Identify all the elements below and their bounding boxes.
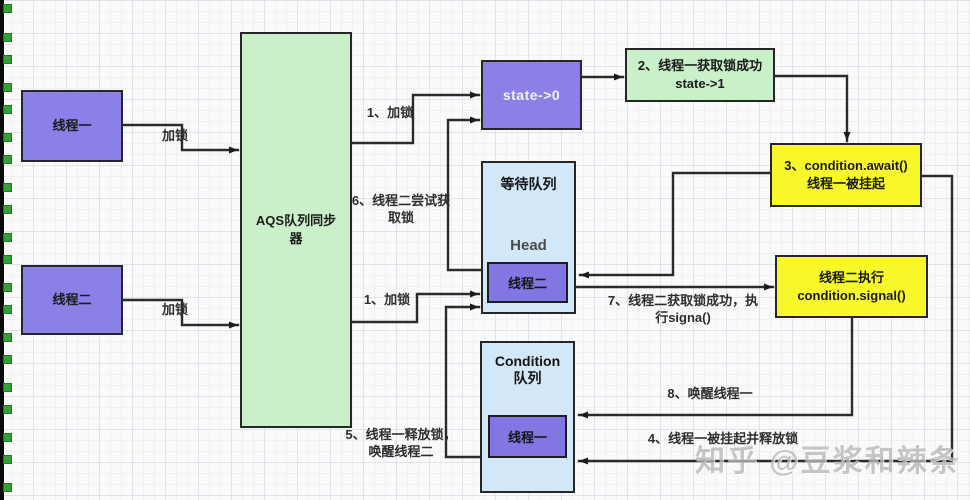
grid-handle	[3, 155, 12, 164]
grid-handle	[3, 233, 12, 242]
grid-handle	[3, 183, 12, 192]
grid-handle	[3, 33, 12, 42]
aqs-label: AQS队列同步器	[255, 213, 337, 246]
grid-handle	[3, 55, 12, 64]
condition-queue-thread1-label: 线程一	[507, 430, 547, 445]
condition-queue-thread1-node: 线程一	[488, 415, 567, 458]
condition-signal-line2: condition.signal()	[797, 287, 906, 303]
lock-success-line1: 2、线程一获取锁成功	[637, 58, 763, 74]
aqs-synchronizer-node: AQS队列同步器	[240, 32, 352, 428]
wait-queue-thread2-label: 线程二	[507, 276, 547, 291]
condition-await-line2: 线程一被挂起	[806, 176, 885, 191]
grid-handle	[3, 283, 12, 292]
grid-handle	[3, 205, 12, 214]
edge-label-lock1: 加锁	[161, 128, 188, 143]
grid-handle	[3, 4, 12, 13]
edge-label-step1-bottom: 1、加锁	[363, 292, 411, 307]
edge-locksuccess-await	[773, 74, 851, 143]
grid-handle	[3, 405, 12, 414]
edge-label-lock2: 加锁	[161, 302, 188, 317]
edge-label-step8: 8、唤醒线程一	[667, 386, 753, 401]
left-edge-bar	[0, 0, 4, 500]
condition-queue-title-line2: 队列	[513, 369, 542, 386]
condition-queue-title: Condition 队列	[482, 353, 573, 387]
grid-handle	[3, 105, 12, 114]
edge-label-step4: 4、线程一被挂起并释放锁	[647, 431, 799, 446]
condition-signal-node: 线程二执行 condition.signal()	[775, 255, 928, 318]
condition-await-node: 3、condition.await() 线程一被挂起	[770, 143, 922, 207]
condition-await-line1: 3、condition.await()	[784, 158, 908, 174]
grid-handle	[3, 483, 12, 492]
condition-queue-container: Condition 队列 线程一	[480, 341, 575, 493]
edge-label-step1-top: 1、加锁	[366, 105, 414, 120]
edge-label-step7: 7、线程二获取锁成功，执行signa()	[607, 293, 759, 325]
edge-label-step6: 6、线程二尝试获取锁	[351, 193, 451, 225]
wait-queue-thread2-node: 线程二	[487, 262, 568, 303]
thread1-label: 线程一	[52, 118, 92, 134]
state-node: state->0	[481, 60, 582, 130]
thread1-node: 线程一	[21, 90, 123, 162]
wait-queue-container: 等待队列 Head 线程二	[481, 161, 576, 314]
condition-signal-line1: 线程二执行	[818, 269, 884, 285]
thread2-node: 线程二	[21, 265, 123, 335]
edge-await-waitqueue	[578, 171, 772, 279]
edge-label-step5: 5、线程一释放锁，唤醒线程二	[345, 427, 457, 459]
condition-queue-title-line1: Condition	[494, 353, 561, 369]
grid-handle	[3, 255, 12, 264]
wait-queue-head-label: Head	[510, 237, 547, 254]
grid-handle	[3, 305, 12, 314]
lock-success-line2: state->1	[675, 76, 725, 91]
lock-success-node: 2、线程一获取锁成功 state->1	[625, 48, 775, 102]
thread2-label: 线程二	[52, 292, 92, 308]
grid-handle	[3, 455, 12, 464]
grid-handle	[3, 383, 12, 392]
grid-handle	[3, 433, 12, 442]
state-label: state->0	[502, 86, 561, 103]
grid-handle	[3, 333, 12, 342]
grid-handle	[3, 355, 12, 364]
grid-handle	[3, 133, 12, 142]
zhihu-watermark: 知乎 @豆浆和辣条	[695, 445, 961, 478]
grid-handle	[3, 83, 12, 92]
wait-queue-title: 等待队列	[500, 176, 557, 192]
